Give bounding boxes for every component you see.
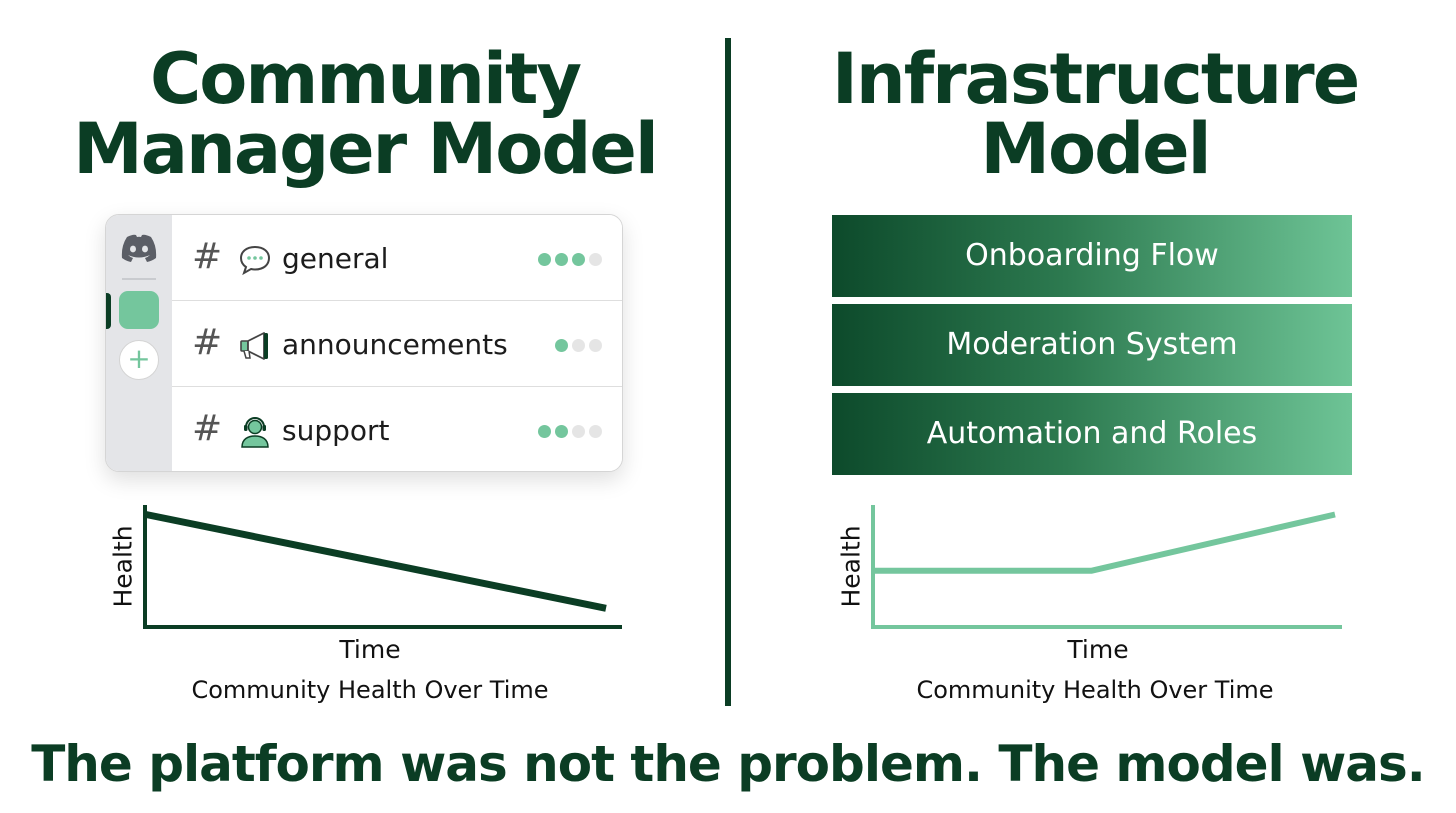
megaphone-icon xyxy=(240,332,268,360)
right-health-line xyxy=(875,511,1336,574)
left-title-line1: Community xyxy=(149,38,582,120)
discord-icon[interactable] xyxy=(119,233,159,263)
activity-dots xyxy=(538,253,602,266)
left-health-line xyxy=(145,511,607,612)
hash-icon: # xyxy=(192,236,223,277)
right-title-line2: Model xyxy=(980,108,1211,190)
left-x-axis-label: Time xyxy=(339,635,401,664)
moderation-system-layer: Moderation System xyxy=(832,304,1352,386)
activity-dot-inactive xyxy=(589,339,602,352)
automation-and-roles-layer: Automation and Roles xyxy=(832,393,1352,475)
left-health-chart xyxy=(143,505,622,629)
onboarding-flow-layer: Onboarding Flow xyxy=(832,215,1352,297)
right-title-line1: Infrastructure xyxy=(831,38,1360,120)
activity-dot-active xyxy=(538,253,551,266)
activity-dot-inactive xyxy=(572,339,585,352)
activity-dot-inactive xyxy=(572,425,585,438)
footer-tagline: The platform was not the problem. The mo… xyxy=(31,735,1426,793)
community-manager-model-title: Community Manager Model xyxy=(60,44,670,184)
center-divider xyxy=(725,38,731,706)
left-chart-caption: Community Health Over Time xyxy=(191,676,549,704)
activity-dot-active xyxy=(572,253,585,266)
discord-channel-card: + # general # announcements # xyxy=(105,214,623,472)
channel-row-announcements[interactable]: # announcements xyxy=(172,301,622,387)
left-title-line2: Manager Model xyxy=(73,108,659,190)
channel-name: general xyxy=(282,242,389,275)
activity-dot-active xyxy=(555,339,568,352)
right-chart-caption: Community Health Over Time xyxy=(916,676,1274,704)
hash-icon: # xyxy=(192,408,223,449)
activity-dot-active xyxy=(538,425,551,438)
rail-separator xyxy=(122,278,156,280)
activity-dot-inactive xyxy=(589,425,602,438)
plus-icon: + xyxy=(127,342,151,375)
right-x-axis-label: Time xyxy=(1067,635,1129,664)
add-server-button[interactable]: + xyxy=(119,340,159,380)
active-server-indicator xyxy=(106,293,111,329)
speech-bubble-icon xyxy=(239,245,271,276)
server-rail: + xyxy=(106,215,172,471)
hash-icon: # xyxy=(192,322,223,363)
right-health-chart xyxy=(871,505,1342,629)
active-server-icon[interactable] xyxy=(119,291,159,329)
infrastructure-model-title: Infrastructure Model xyxy=(790,44,1400,184)
channel-row-general[interactable]: # general xyxy=(172,215,622,301)
activity-dot-active xyxy=(555,253,568,266)
support-agent-icon xyxy=(241,417,269,448)
activity-dot-inactive xyxy=(589,253,602,266)
activity-dot-active xyxy=(555,425,568,438)
channel-name: announcements xyxy=(282,328,508,361)
channel-name: support xyxy=(282,414,390,447)
channel-row-support[interactable]: # support xyxy=(172,387,622,471)
right-y-axis-label: Health xyxy=(836,525,866,608)
activity-dots xyxy=(538,425,602,438)
activity-dots xyxy=(555,339,602,352)
